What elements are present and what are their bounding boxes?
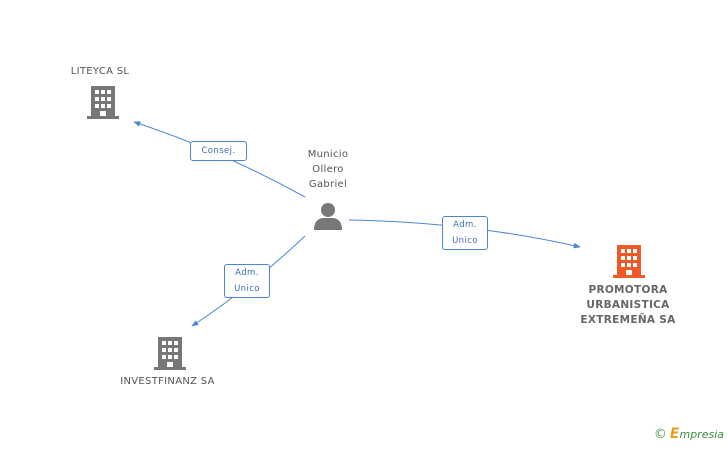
- node-label-promotora: PROMOTORA URBANISTICA EXTREMEÑA SA: [558, 283, 698, 328]
- node-name-investfinanz: INVESTFINANZ SA: [120, 376, 215, 387]
- building-icon[interactable]: [154, 335, 186, 371]
- edge-label-consej: Consej.: [190, 141, 247, 161]
- brand-name: mpresia: [679, 427, 724, 441]
- person-icon[interactable]: [313, 201, 343, 231]
- promotora-name-line-1: PROMOTORA: [588, 284, 668, 296]
- node-label-liteyca: LITEYCA SL: [40, 64, 160, 79]
- node-label-investfinanz: INVESTFINANZ SA: [100, 374, 235, 389]
- edge-label-adm-unico-promotora: Adm. Unico: [442, 216, 488, 250]
- edge-label-line-1: Adm.: [453, 220, 477, 230]
- edge-label-text: Consej.: [201, 146, 236, 156]
- building-icon[interactable]: [613, 243, 645, 279]
- node-label-person: Municio Ollero Gabriel: [278, 147, 378, 192]
- empresia-watermark: © E mpresia: [654, 426, 724, 442]
- node-name-liteyca: LITEYCA SL: [70, 66, 130, 77]
- brand-logo-letter: E: [669, 426, 680, 442]
- person-name-line-2: Ollero: [312, 164, 344, 175]
- edge-label-line-1: Adm.: [235, 268, 259, 278]
- copyright-symbol: ©: [653, 426, 667, 442]
- edge-label-adm-unico-investfinanz: Adm. Unico: [224, 264, 270, 298]
- person-name-line-1: Municio: [307, 149, 349, 160]
- person-name-line-3: Gabriel: [308, 179, 348, 190]
- building-icon[interactable]: [87, 84, 119, 120]
- promotora-name-line-3: EXTREMEÑA SA: [580, 314, 676, 326]
- promotora-name-line-2: URBANISTICA: [586, 299, 670, 311]
- edge-label-line-2: Unico: [234, 284, 260, 294]
- edge-label-line-2: Unico: [452, 236, 478, 246]
